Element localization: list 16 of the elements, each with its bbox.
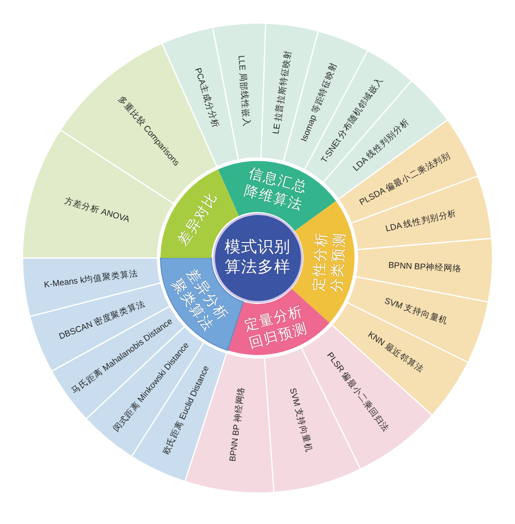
method-label: PCA主成分分析 bbox=[192, 66, 222, 130]
segment-label: 定性分析分类预测 bbox=[310, 230, 348, 294]
method-label: LE 拉普拉斯特征映射 bbox=[270, 50, 294, 136]
segment-label: 差异对比 bbox=[174, 189, 221, 249]
method-label: LLE 局部线性嵌入 bbox=[236, 54, 252, 128]
method-label: 方差分析 ANOVA bbox=[63, 196, 131, 226]
segment-label: 定量分析回归预测 bbox=[242, 302, 310, 352]
method-label: SVM 支持向量机 bbox=[383, 296, 450, 327]
method-label: SVM 支持向量机 bbox=[287, 386, 314, 453]
hub-label: 模式识别算法多样 bbox=[224, 238, 290, 278]
method-label: KNN 最近邻算法 bbox=[366, 329, 426, 375]
method-label: BPNN BP神经网络 bbox=[388, 260, 462, 274]
method-label: LDA 线性判别分析 bbox=[384, 208, 458, 235]
method-label: K-Means k均值聚类算法 bbox=[44, 268, 139, 290]
method-label: BPNN BP 神经网络 bbox=[227, 386, 247, 462]
segment-label: 信息汇总降维算法 bbox=[242, 164, 310, 214]
